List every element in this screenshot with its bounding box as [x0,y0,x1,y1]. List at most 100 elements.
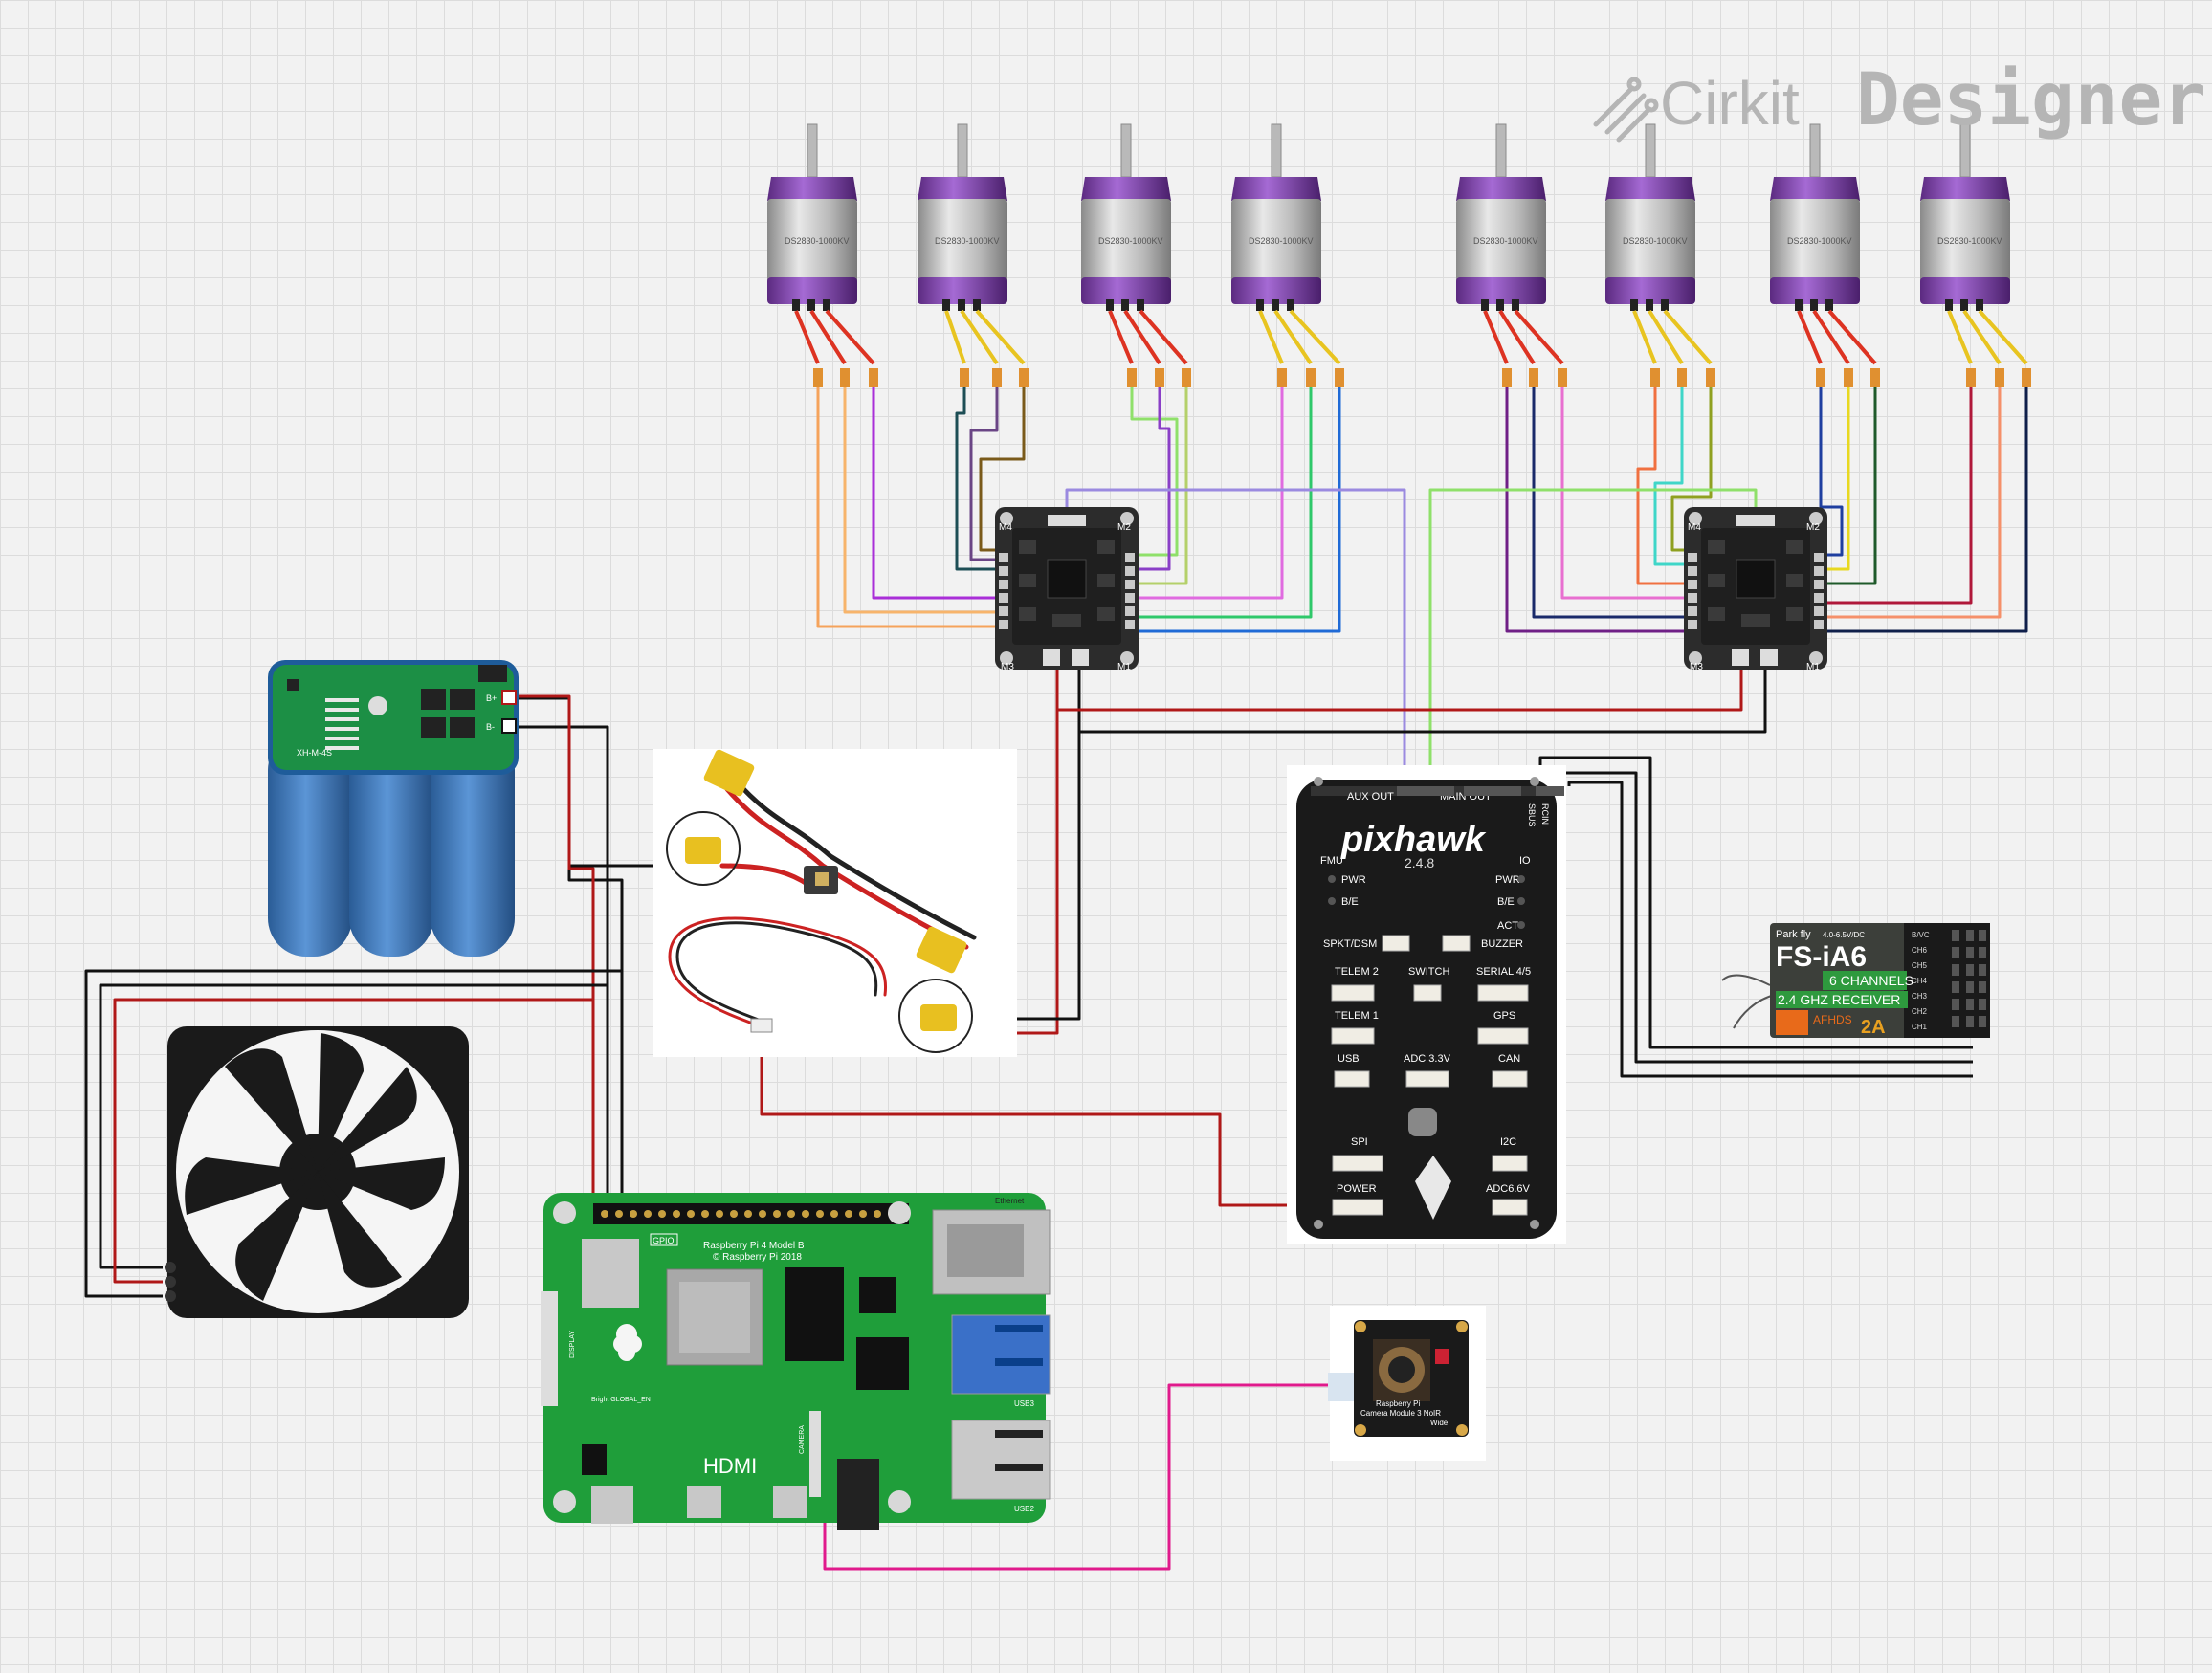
cirkit-logo-icon [1593,77,1659,143]
camera-label: CAMERA [799,1425,806,1454]
sbus-label: SBUS [1527,803,1537,827]
usb-label: USB [1338,1053,1360,1065]
wire [517,694,595,1210]
wire [1827,383,1877,585]
bms-bplus-pin[interactable] [501,690,517,705]
wire [1139,383,1188,585]
aux-out-header[interactable] [1397,786,1454,796]
motor-label: DS2830-1000KV [1249,236,1314,246]
motor-leads [794,309,2028,365]
motor-label: DS2830-1000KV [1787,236,1852,246]
camera-connector[interactable] [809,1411,821,1497]
brushless-motor[interactable] [1230,123,1322,312]
esc-label-m4: M4 [999,522,1012,533]
pixhawk-logo: pixhawk [1340,820,1487,860]
camera-sub: Wide [1430,1419,1449,1427]
wire [1139,383,1171,571]
receiver-model: FS-iA6 [1776,941,1867,973]
wires [84,383,2028,1571]
wire [1006,668,1081,1021]
receiver-pin: CH3 [1912,992,1928,1001]
receiver-pin: CH5 [1912,961,1928,970]
bms-label: XH-M-4S [297,748,332,758]
bms-bminus-pin[interactable] [501,718,517,734]
esc-label-m4: M4 [1688,522,1701,533]
gps-label: GPS [1493,1010,1515,1022]
brushless-motor[interactable] [1080,123,1172,312]
usb-port[interactable] [1334,1070,1370,1088]
brand-name-bold: Designer [1856,56,2206,142]
wire [1006,668,1059,1035]
motor-lead [1947,309,2028,365]
brushless-motor[interactable] [917,123,1008,312]
wire [84,969,624,1298]
i2c-port[interactable] [1492,1155,1528,1172]
spi-port[interactable] [1332,1155,1383,1172]
wire [113,998,595,1284]
wire [1057,668,1743,712]
usb3-label: USB3 [1014,1399,1034,1408]
main-out-header[interactable] [1464,786,1521,796]
pixhawk-version: 2.4.8 [1405,855,1434,870]
rpi-model: Raspberry Pi 4 Model B [703,1241,805,1251]
micro-hdmi-0[interactable] [687,1486,721,1518]
motor-lead [944,309,1026,365]
esc-right[interactable]: M4 M2 M3 M1 [1683,506,1828,672]
esc-label-m1: M1 [1117,662,1131,672]
wire [1827,383,1973,605]
raspberry-pi-4[interactable]: Raspberry Pi 4 Model B © Raspberry Pi 20… [541,1193,1051,1530]
usbc-power-port[interactable] [591,1486,633,1524]
cooling-fan[interactable] [165,1026,469,1318]
spkt-port[interactable] [1382,935,1410,952]
wire [1079,668,1767,734]
telem2-label: TELEM 2 [1335,966,1379,978]
receiver-freq: 2.4 GHZ RECEIVER [1778,992,1900,1007]
fs-ia6-receiver[interactable]: Park fly 4.0-6.5V/DC FS-iA6 6 CHANNELS 2… [1721,923,1990,1038]
camera-module[interactable]: Raspberry Pi Camera Module 3 NoIR Wide [1328,1306,1486,1461]
micro-hdmi-1[interactable] [773,1486,807,1518]
adc66-port[interactable] [1492,1199,1528,1216]
usb2-label: USB2 [1014,1505,1034,1513]
telem2-port[interactable] [1331,984,1375,1002]
receiver-pin: CH2 [1912,1007,1928,1016]
motor-lead [1483,309,1564,365]
brushless-motor[interactable] [1604,123,1696,312]
motor-label: DS2830-1000KV [1623,236,1688,246]
adc33-port[interactable] [1405,1070,1449,1088]
rcin-label: RCIN [1540,803,1550,825]
rcin-header[interactable] [1536,786,1564,796]
wire [955,383,995,571]
display-connector[interactable] [541,1291,558,1406]
can-port[interactable] [1492,1070,1528,1088]
motor-lead [1797,309,1877,365]
brushless-motor[interactable] [1769,123,1861,312]
aux-out-label: AUX OUT [1347,791,1394,803]
switch-port[interactable] [1413,984,1442,1002]
safety-button[interactable] [1408,1108,1437,1136]
pixhawk-flight-controller[interactable]: AUX OUT MAIN OUT SBUS RCIN pixhawk 2.4.8… [1287,765,1566,1244]
adc66-label: ADC6.6V [1486,1183,1531,1195]
hdmi-label: HDMI [703,1454,757,1478]
camera-brand: Raspberry Pi [1376,1399,1420,1408]
brushless-motor[interactable] [1919,123,2011,312]
wire [816,383,995,628]
serial45-port[interactable] [1477,984,1529,1002]
telem1-port[interactable] [1331,1027,1375,1045]
wire [843,383,995,614]
power-module[interactable] [653,748,1017,1057]
audio-jack[interactable] [837,1459,879,1530]
bms-bplus-label: B+ [486,693,497,703]
spkt-label: SPKT/DSM [1323,938,1377,950]
bms-bminus-label: B- [486,722,495,732]
power-port[interactable] [1332,1199,1383,1216]
wire [1139,383,1313,619]
esc-left[interactable]: M4 M2 M3 M1 [994,506,1139,672]
receiver-afhds: AFHDS [1813,1013,1852,1026]
gps-port[interactable] [1477,1027,1529,1045]
brushless-motor[interactable] [766,123,858,312]
wire [1560,383,1693,600]
battery-pack[interactable]: XH-M-4S B+ B- [268,660,519,957]
brushless-motor[interactable] [1455,123,1547,312]
motor-label: DS2830-1000KV [1473,236,1538,246]
buzzer-port[interactable] [1442,935,1471,952]
